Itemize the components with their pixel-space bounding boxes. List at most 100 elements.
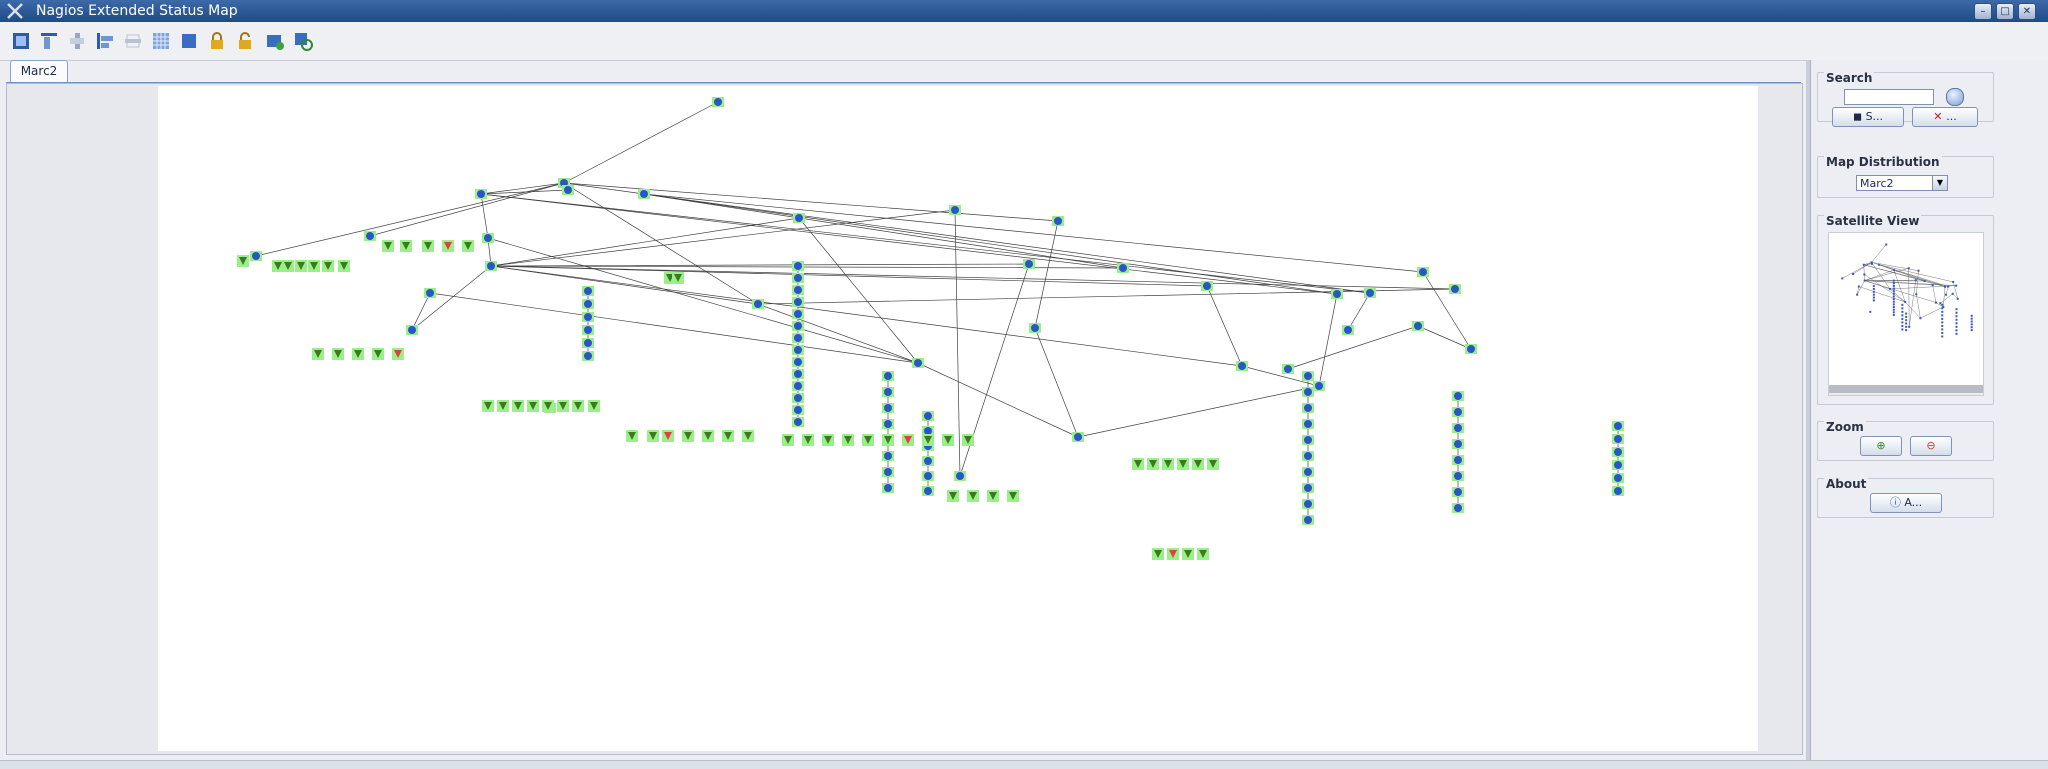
router-icon bbox=[252, 252, 260, 260]
satellite-node bbox=[1941, 311, 1943, 313]
align-left-icon[interactable] bbox=[94, 30, 116, 52]
grid-icon[interactable] bbox=[150, 30, 172, 52]
router-icon bbox=[1304, 484, 1312, 492]
satellite-view[interactable] bbox=[1828, 232, 1984, 396]
refresh-icon[interactable] bbox=[292, 30, 314, 52]
satellite-node bbox=[1852, 273, 1854, 275]
router-icon bbox=[1238, 362, 1246, 370]
satellite-node bbox=[1941, 328, 1943, 330]
satellite-node bbox=[1858, 286, 1860, 288]
router-icon bbox=[1454, 504, 1462, 512]
tab-marc2[interactable]: Marc2 bbox=[10, 60, 68, 82]
router-icon bbox=[584, 300, 592, 308]
satellite-node bbox=[1941, 307, 1943, 309]
router-icon bbox=[1451, 285, 1459, 293]
link-line bbox=[1423, 272, 1471, 349]
router-icon bbox=[477, 190, 485, 198]
unlock-icon[interactable] bbox=[234, 30, 256, 52]
router-icon bbox=[1614, 448, 1622, 456]
satellite-node bbox=[1932, 284, 1934, 286]
router-icon bbox=[794, 394, 802, 402]
satellite-node bbox=[1956, 322, 1958, 324]
align-center-icon[interactable] bbox=[66, 30, 88, 52]
align-top-icon[interactable] bbox=[38, 30, 60, 52]
router-icon bbox=[884, 452, 892, 460]
chevron-down-icon[interactable]: ▼ bbox=[1932, 175, 1948, 191]
satellite-node bbox=[1864, 280, 1866, 282]
lock-icon[interactable] bbox=[206, 30, 228, 52]
link-line bbox=[1035, 328, 1078, 437]
satellite-node bbox=[1915, 279, 1917, 281]
satellite-node bbox=[1952, 293, 1954, 295]
satellite-node bbox=[1971, 315, 1973, 317]
clear-button[interactable]: ✕ ... bbox=[1912, 107, 1978, 127]
router-icon bbox=[794, 382, 802, 390]
satellite-node bbox=[1893, 303, 1895, 305]
close-button[interactable]: ✕ bbox=[2018, 3, 2036, 20]
router-icon bbox=[1614, 435, 1622, 443]
satellite-group: Satellite View bbox=[1817, 215, 1994, 405]
zoom-in-button[interactable]: ⊕ bbox=[1860, 436, 1902, 456]
about-group: About ⓘ A... bbox=[1817, 478, 1994, 518]
router-icon bbox=[1025, 260, 1033, 268]
satellite-canvas bbox=[1829, 233, 1983, 385]
satellite-node bbox=[1893, 288, 1895, 290]
satellite-node bbox=[1939, 302, 1941, 304]
status-map-graph[interactable] bbox=[158, 86, 1758, 751]
router-icon bbox=[794, 370, 802, 378]
window-title: Nagios Extended Status Map bbox=[36, 2, 238, 20]
router-icon bbox=[1074, 433, 1082, 441]
satellite-node bbox=[1905, 316, 1907, 318]
link-line bbox=[370, 183, 564, 236]
window-titlebar: Nagios Extended Status Map – □ ✕ bbox=[0, 0, 2048, 22]
minimize-button[interactable]: – bbox=[1974, 3, 1992, 20]
router-icon bbox=[1414, 322, 1422, 330]
link-line bbox=[491, 264, 1029, 266]
search-button[interactable]: ◼ S... bbox=[1832, 107, 1904, 127]
router-icon bbox=[584, 287, 592, 295]
router-icon bbox=[1344, 326, 1352, 334]
link-line bbox=[1418, 326, 1471, 349]
satellite-node bbox=[1957, 298, 1959, 300]
search-group: Search ◼ S... ✕ ... bbox=[1817, 72, 1994, 122]
link-line bbox=[1348, 293, 1370, 330]
add-node-icon[interactable] bbox=[264, 30, 286, 52]
router-icon bbox=[794, 286, 802, 294]
router-icon bbox=[1203, 282, 1211, 290]
satellite-node bbox=[1941, 304, 1943, 306]
satellite-node bbox=[1901, 314, 1903, 316]
router-icon bbox=[924, 472, 932, 480]
zoom-out-button[interactable]: ⊖ bbox=[1910, 436, 1952, 456]
satellite-node bbox=[1893, 269, 1895, 271]
router-icon bbox=[884, 420, 892, 428]
search-go-button[interactable] bbox=[1946, 88, 1964, 106]
router-icon bbox=[1614, 461, 1622, 469]
satellite-node bbox=[1908, 326, 1910, 328]
satellite-node bbox=[1901, 328, 1903, 330]
satellite-scrollbar[interactable] bbox=[1829, 385, 1983, 393]
about-button[interactable]: ⓘ A... bbox=[1870, 493, 1942, 513]
router-icon bbox=[1119, 264, 1127, 272]
satellite-node bbox=[1956, 319, 1958, 321]
satellite-node bbox=[1905, 319, 1907, 321]
align-middle-icon[interactable] bbox=[122, 30, 144, 52]
router-icon bbox=[1366, 289, 1374, 297]
router-icon bbox=[1467, 345, 1475, 353]
search-input[interactable] bbox=[1844, 89, 1934, 105]
router-icon bbox=[1333, 290, 1341, 298]
select-icon[interactable] bbox=[178, 30, 200, 52]
router-icon bbox=[1454, 488, 1462, 496]
router-icon bbox=[924, 427, 932, 435]
satellite-node bbox=[1956, 315, 1958, 317]
maximize-button[interactable]: □ bbox=[1996, 3, 2014, 20]
satellite-node bbox=[1901, 304, 1903, 306]
status-map-canvas[interactable] bbox=[158, 86, 1758, 751]
satellite-node bbox=[1893, 301, 1895, 303]
fit-to-window-icon[interactable] bbox=[10, 30, 32, 52]
satellite-node bbox=[1893, 290, 1895, 292]
router-icon bbox=[794, 322, 802, 330]
router-icon bbox=[564, 186, 572, 194]
satellite-node bbox=[1956, 312, 1958, 314]
router-icon bbox=[884, 404, 892, 412]
satellite-node bbox=[1893, 282, 1895, 284]
